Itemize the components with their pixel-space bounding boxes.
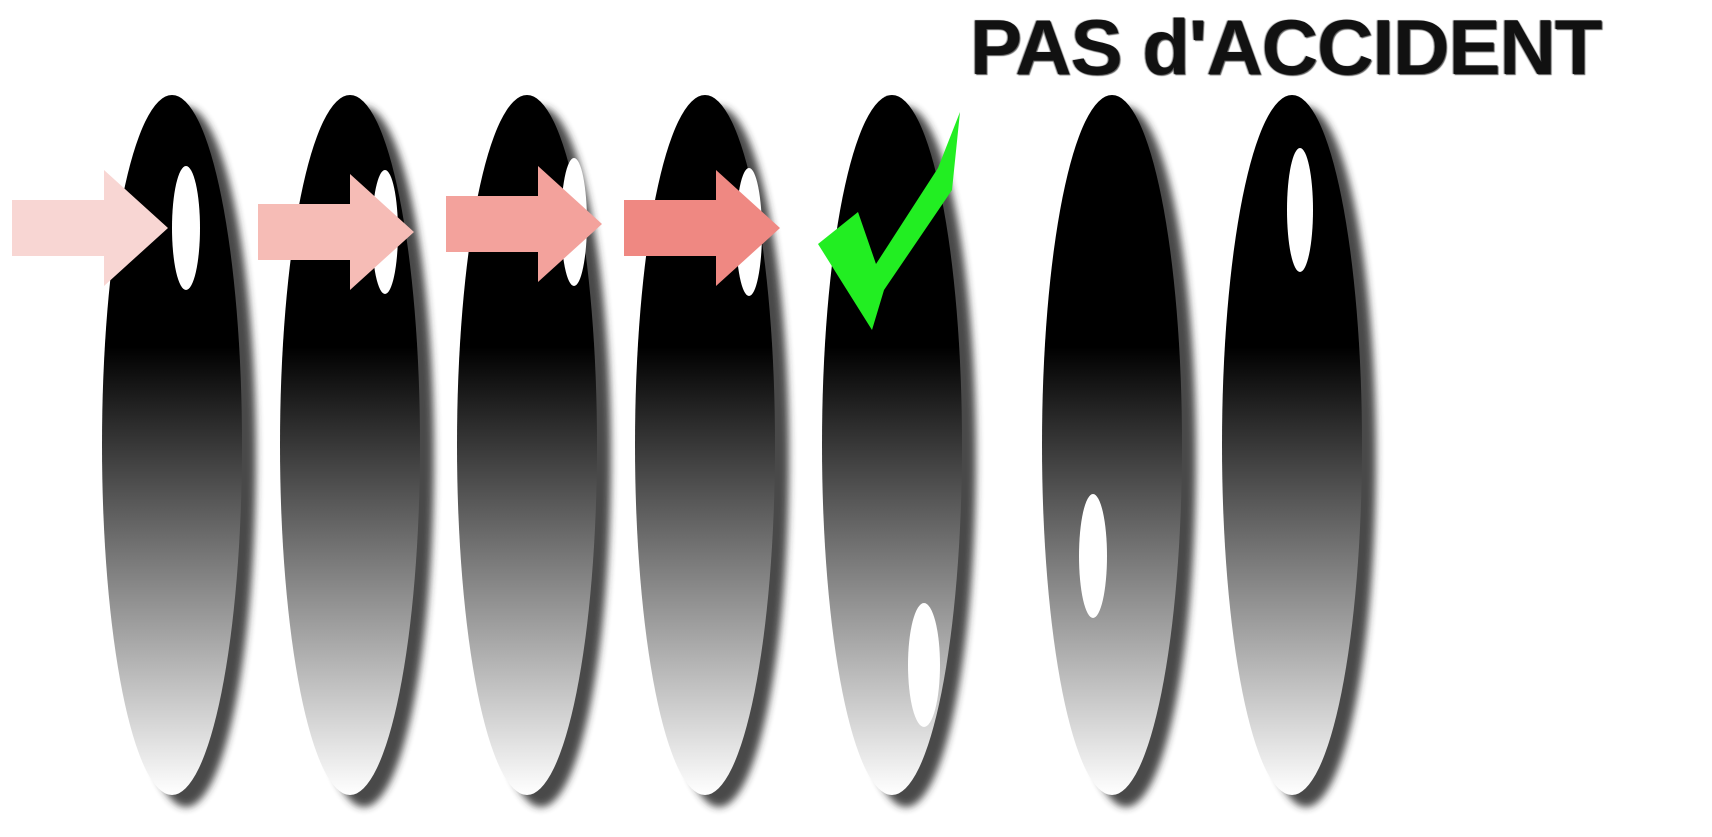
cheese-slice-5	[822, 95, 976, 807]
slice-hole	[1079, 494, 1107, 618]
headline-text: PAS d'ACCIDENT	[970, 8, 1601, 86]
cheese-slice-6	[1042, 95, 1196, 807]
slice-body	[1042, 95, 1182, 795]
slice-hole	[172, 166, 200, 290]
cheese-slice-7	[1222, 95, 1376, 807]
slice-hole	[908, 603, 940, 727]
slice-hole	[1287, 148, 1313, 272]
